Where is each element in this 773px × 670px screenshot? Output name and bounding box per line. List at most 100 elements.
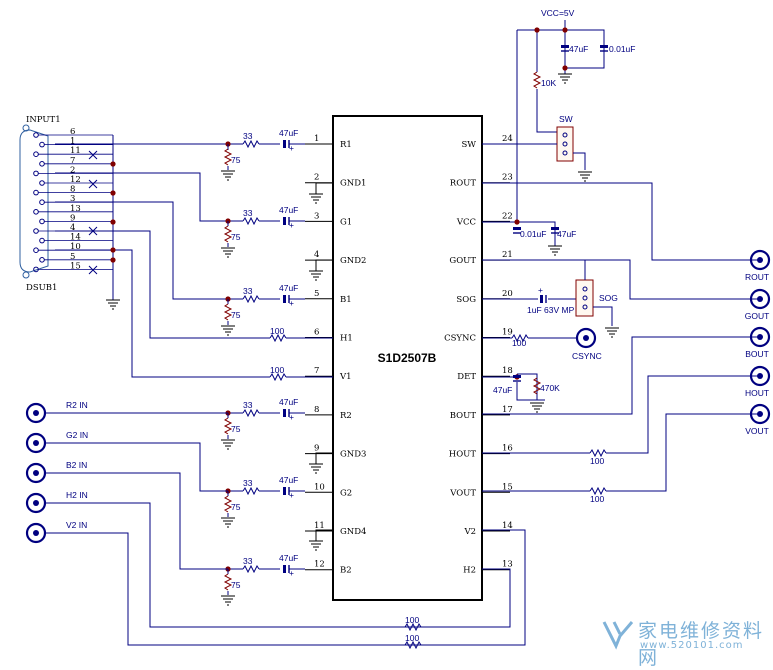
r-h2-value: 100 [405,615,419,625]
r-series-value: 33 [243,556,253,566]
r-csync-value: 100 [512,338,526,348]
r-series-value: 33 [243,131,253,141]
output-label: BOUT [745,349,769,359]
r-term-value: 75 [231,155,241,165]
pin-name: V1 [339,372,352,382]
dsub-pin-number: 1 [70,137,75,147]
pin-number: 20 [502,289,513,299]
dsub-pin [33,209,39,215]
ic-right-pins: 24SW23ROUT22VCC21GOUT20SOG19CSYNC18DET17… [444,134,513,576]
r-series-value: 33 [243,286,253,296]
watermark-url: www.520101.com [640,640,744,651]
pin-number: 17 [502,405,513,415]
r-series-value: 33 [243,478,253,488]
input-label: R2 IN [66,400,88,410]
pin-name: R1 [340,140,352,150]
c-couple-value: 47uF [279,553,298,563]
pin-number: 16 [502,444,513,454]
dsub-pin-number: 2 [70,165,75,175]
dsub-pin-number: 13 [70,204,81,214]
dsub-pin-number: 14 [70,233,81,243]
c-plus: + [289,490,294,500]
pin-number: 23 [502,173,513,183]
coax-input [25,462,47,484]
input-connectors: R2 IN G2 IN B2 IN H2 IN V2 IN [25,400,88,544]
pin-number: 13 [502,560,513,570]
pin-number: 2 [314,173,319,183]
dsub-pin-number: 9 [70,213,75,223]
sog-section: + 1uF 63V MP SOG [482,260,620,338]
sog-cap-value: 1uF 63V MP [527,305,575,315]
pin-name: CSYNC [444,334,476,344]
pin-number: 3 [314,211,319,221]
ic-name: S1D2507B [378,351,437,365]
input-label: H2 IN [66,490,88,500]
sog-label: SOG [599,293,618,303]
r-v1-value: 100 [270,365,284,375]
c-couple-value: 47uF [279,205,298,215]
dsub-pin-number: 11 [70,146,81,156]
pin-name: H1 [340,334,353,344]
pin-name: GND1 [340,179,366,189]
input-label: B2 IN [66,460,87,470]
pin-number: 24 [502,134,513,144]
pin-number: 10 [314,482,325,492]
output-label: ROUT [745,272,769,282]
input-channels: 337547uF+337547uF+337547uF+337547uF+3375… [220,128,305,606]
sog-plus: + [538,285,543,295]
dsub-pin [39,237,45,244]
pin-name: ROUT [450,179,477,189]
r-vout-value: 100 [590,494,604,504]
pin-number: 5 [314,289,319,299]
pin-name: G1 [340,217,352,227]
input-label: V2 IN [66,520,87,530]
dsub-pin [39,180,45,186]
pin-number: 8 [314,405,319,415]
vcc-section: VCC=5V 47uF 0.01uF 10K SW 0.01uF 47uF [482,8,635,256]
pin-number: 4 [314,250,319,260]
input-label: G2 IN [66,430,88,440]
c-couple-value: 47uF [279,128,298,138]
r-term-value: 75 [231,580,241,590]
dsub-pin-number: 10 [70,242,81,252]
dsub-pin-number: 5 [70,252,75,262]
dsub-pin [33,151,39,157]
pin-number: 19 [502,328,513,338]
ground-symbol [105,299,121,310]
pin-name: SOG [456,295,476,305]
pin-name: VOUT [449,488,476,498]
dsub-connector: INPUT1 DSUB1 [19,115,61,293]
pin-name: SW [461,140,476,150]
watermark-logo-icon [602,621,634,650]
r-series-value: 33 [243,208,253,218]
connector-name: INPUT1 [26,115,61,125]
c-det-value: 47uF [493,385,512,395]
input2-resistors: 100 100 [404,615,422,649]
dsub-pin-number: 7 [70,156,75,166]
r-series-value: 33 [243,400,253,410]
output-label: GOUT [745,311,770,321]
pin-name: HOUT [449,450,477,460]
pin-name: G2 [340,488,352,498]
pin-number: 12 [314,560,325,570]
c-vcc-001-value: 0.01uF [609,44,635,54]
dsub-pin [33,189,39,196]
sw-jumper [556,126,574,162]
c-plus: + [289,298,294,308]
c-couple-value: 47uF [279,397,298,407]
ic-body [332,115,483,601]
pin-name: DET [457,372,476,382]
input2-wires [45,412,526,646]
coax-input [25,522,47,544]
pin-number: 1 [314,134,319,144]
watermark: 家电维修资料网 www.520101.com [598,612,768,669]
vcc-label: VCC=5V [541,8,575,18]
sog-jumper [575,279,594,317]
dsub-pin-number: 6 [70,127,75,137]
sync-inputs: 100 100 [269,326,333,381]
